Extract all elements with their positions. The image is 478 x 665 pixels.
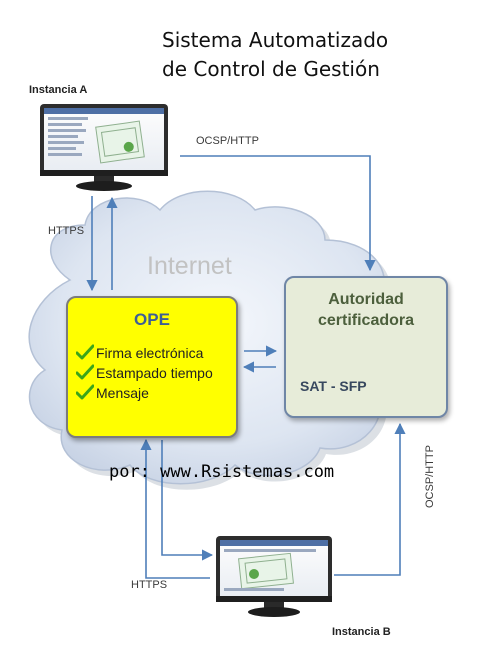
computer-instancia-a-icon	[40, 104, 168, 191]
autoridad-certificadora-box: Autoridad certificadora SAT - SFP	[284, 276, 448, 418]
autoridad-subtitle: SAT - SFP	[300, 378, 367, 394]
ope-item-mensaje: Mensaje	[76, 384, 236, 404]
diagram-title: Sistema Automatizado de Control de Gesti…	[162, 26, 462, 84]
computer-instancia-b-icon	[216, 536, 332, 617]
ope-title: OPE	[134, 310, 170, 329]
https-label-top: HTTPS	[48, 225, 85, 237]
https-label-bottom: HTTPS	[131, 579, 168, 591]
arrow-ope-to-b	[161, 440, 214, 561]
connection-arrows	[86, 155, 406, 579]
ope-box: OPE Firma electrónica Estampado tiempo M…	[66, 296, 238, 438]
autoridad-title-line-1: Autoridad	[328, 291, 404, 308]
ope-item-firma: Firma electrónica	[76, 344, 236, 364]
ocsp-http-label-top: OCSP/HTTP	[196, 135, 259, 147]
instancia-a-label: Instancia A	[29, 84, 88, 96]
credit-text: por: www.Rsistemas.com	[109, 462, 335, 482]
arrow-b-to-ope	[140, 438, 210, 579]
arrow-a-to-ca	[180, 155, 376, 272]
ope-item-label: Firma electrónica	[96, 345, 204, 361]
autoridad-title-line-2: certificadora	[317, 312, 415, 329]
ocsp-http-label-bottom: OCSP/HTTP	[424, 445, 436, 508]
arrow-b-to-ca	[334, 422, 406, 576]
title-line-2: de Control de Gestión	[162, 57, 380, 81]
ope-item-estampado: Estampado tiempo	[76, 364, 236, 384]
check-icon	[76, 384, 94, 400]
check-icon	[76, 364, 94, 380]
internet-label: Internet	[147, 252, 232, 280]
title-line-1: Sistema Automatizado	[162, 28, 389, 52]
ope-item-label: Estampado tiempo	[96, 365, 213, 381]
ope-item-label: Mensaje	[96, 385, 149, 401]
check-icon	[76, 344, 94, 360]
instancia-b-label: Instancia B	[332, 626, 391, 638]
autoridad-title: Autoridad certificadora	[286, 289, 446, 331]
